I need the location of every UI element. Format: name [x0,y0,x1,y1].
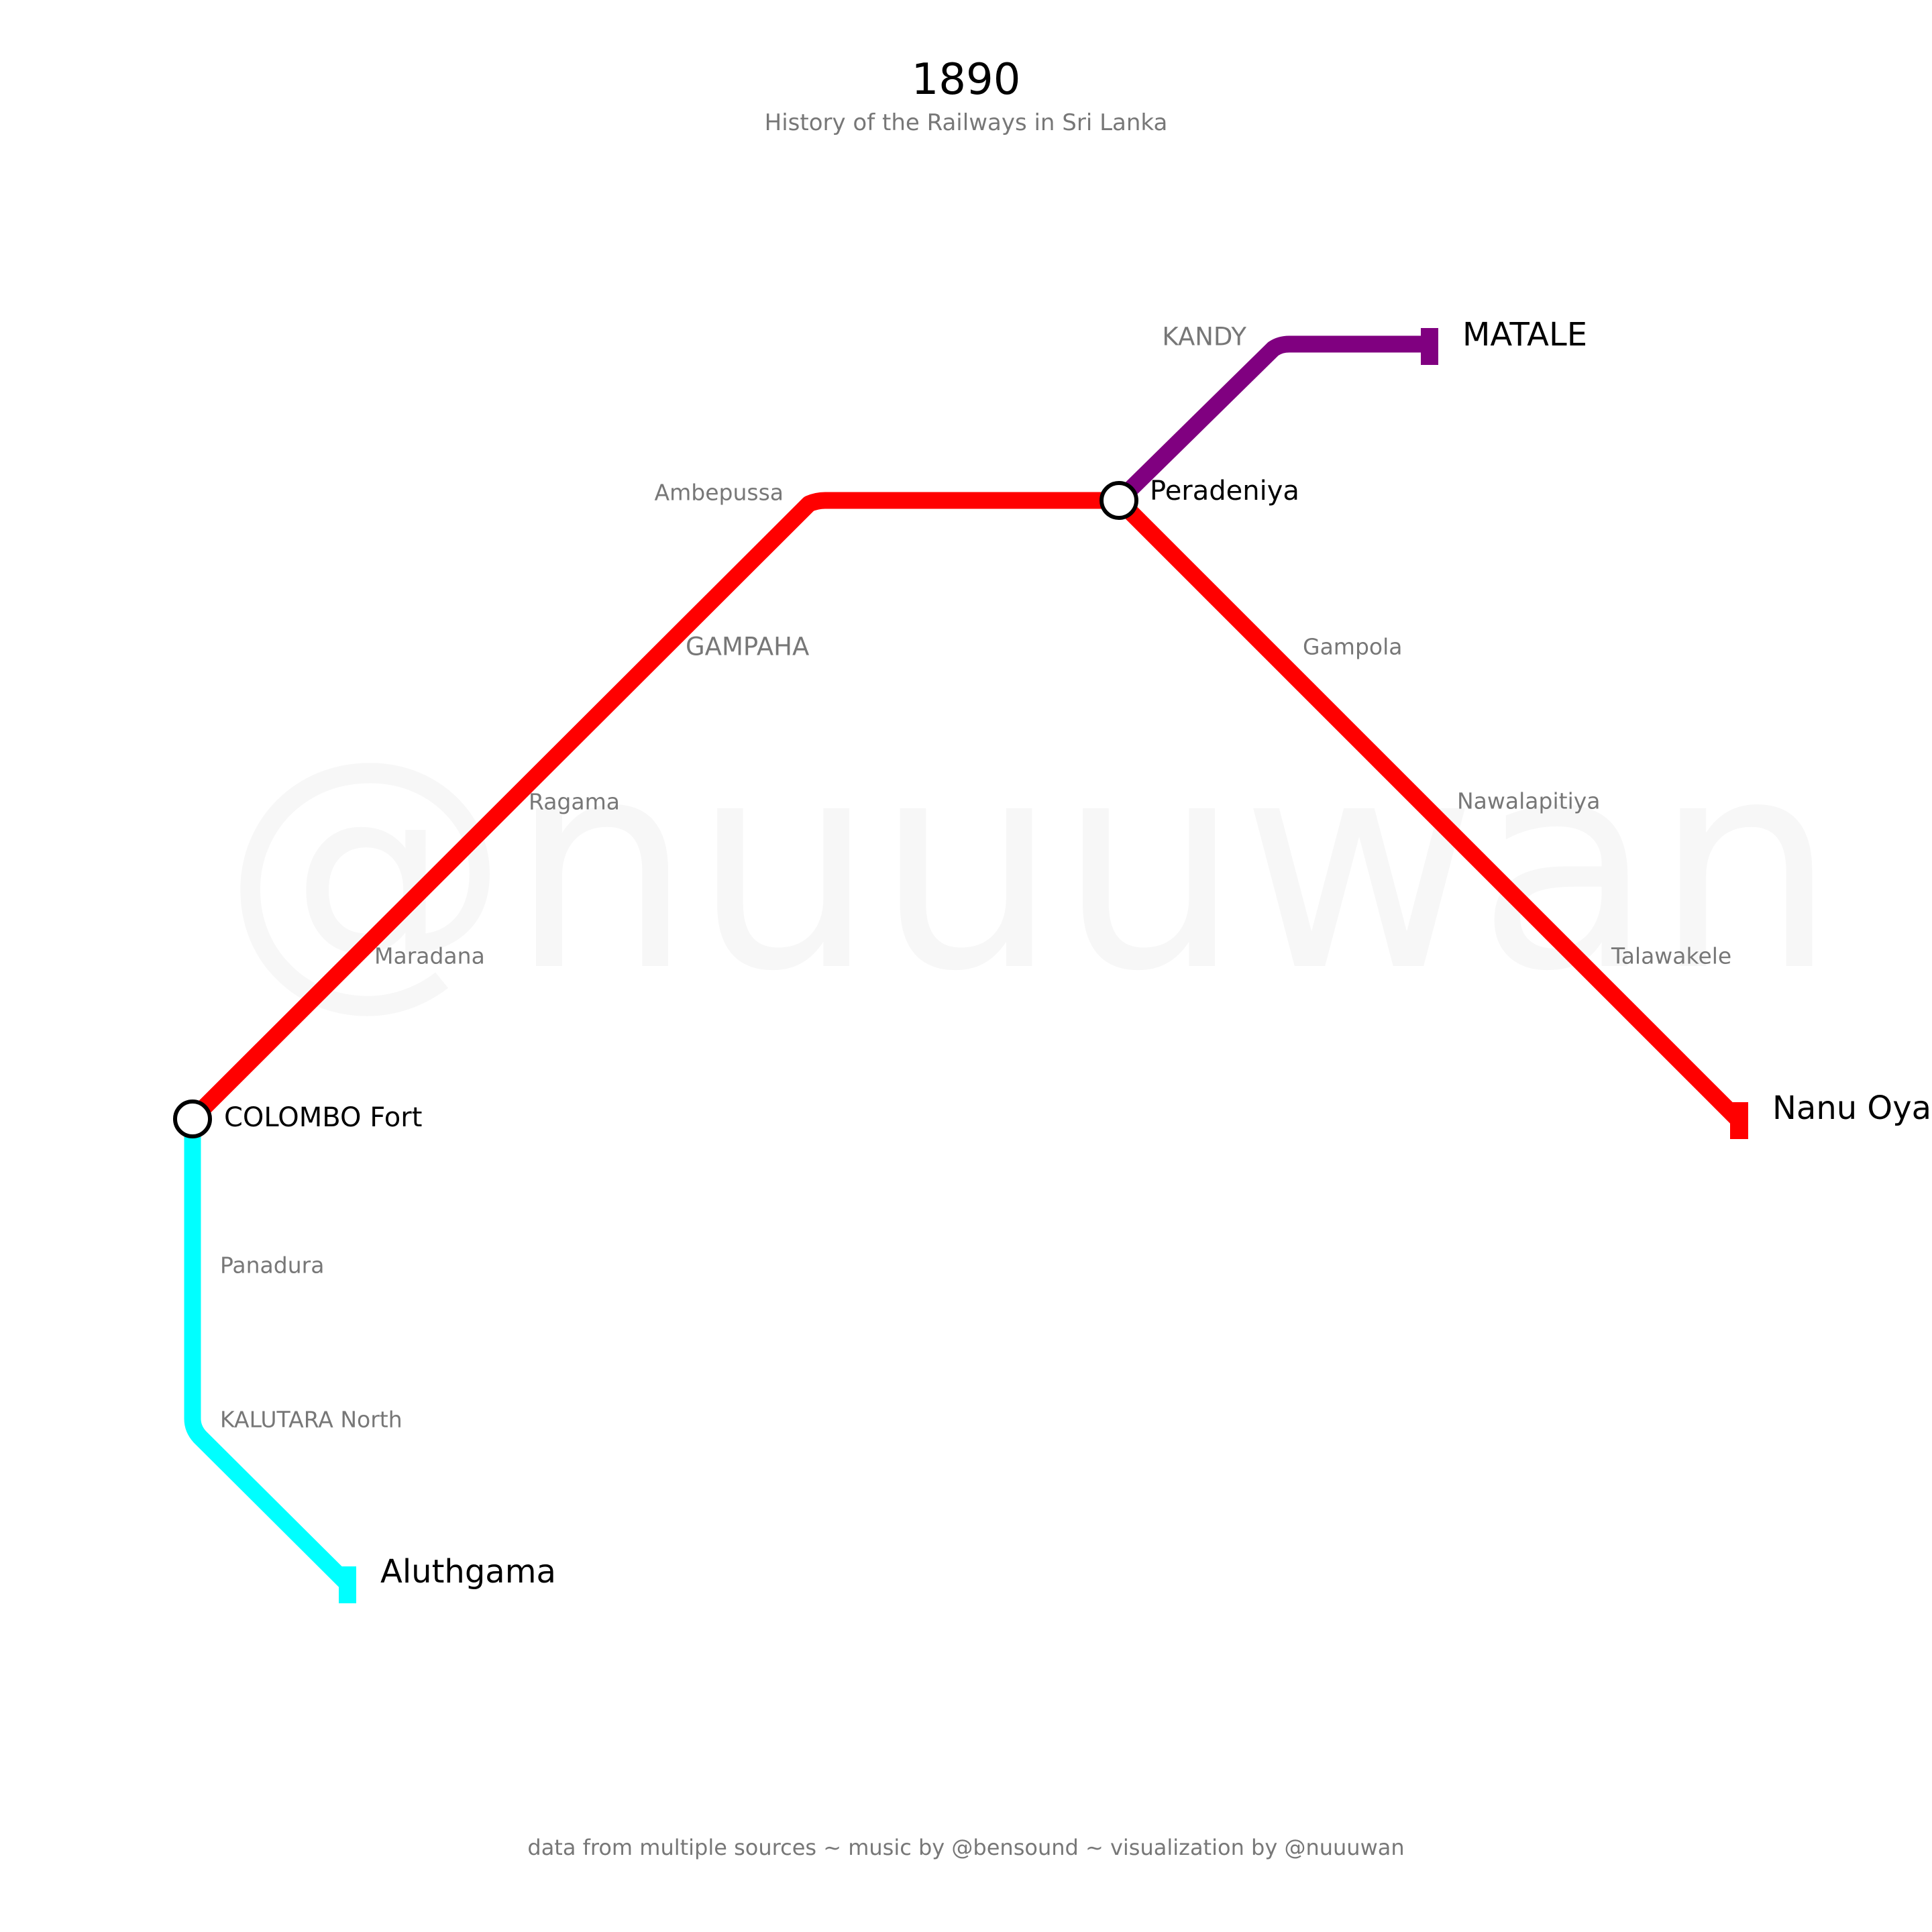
station-label-panadura: Panadura [220,1252,324,1279]
station-label-peradeniya: Peradeniya [1150,476,1299,506]
station-label-matale: MATALE [1462,316,1587,354]
main-line [186,492,1119,1125]
station-label-kandy: KANDY [1162,323,1246,352]
station-label-talawakele: Talawakele [1611,943,1731,969]
station-label-nawalapitiya: Nawalapitiya [1457,788,1601,814]
nanu-oya-terminus-marker [1730,1102,1748,1139]
station-label-ragama: Ragama [529,789,620,815]
station-label-ambepussa: Ambepussa [655,480,784,506]
station-label-gampaha: GAMPAHA [686,633,809,661]
map-subtitle: History of the Railways in Sri Lanka [765,109,1168,136]
station-label-gampola: Gampola [1303,634,1402,660]
map-footer: data from multiple sources ~ music by @b… [527,1835,1404,1860]
coastal-line [184,1119,355,1591]
colombo-fort-interchange-marker [173,1099,212,1138]
upcountry-branch-line [1113,494,1743,1125]
matale-line [1113,335,1429,506]
map-title: 1890 [912,55,1021,105]
matale-terminus-marker [1421,328,1438,365]
station-label-nanu-oya: Nanu Oya [1772,1089,1931,1127]
station-label-aluthgama: Aluthgama [380,1553,556,1591]
station-label-maradana: Maradana [374,943,485,969]
station-label-kalutara-north: KALUTARA North [220,1407,402,1433]
aluthgama-terminus-marker [339,1566,356,1603]
watermark: @nuuuwan [221,699,1837,1034]
station-label-colombo-fort: COLOMBO Fort [224,1102,422,1133]
peradeniya-interchange-marker [1099,481,1138,520]
